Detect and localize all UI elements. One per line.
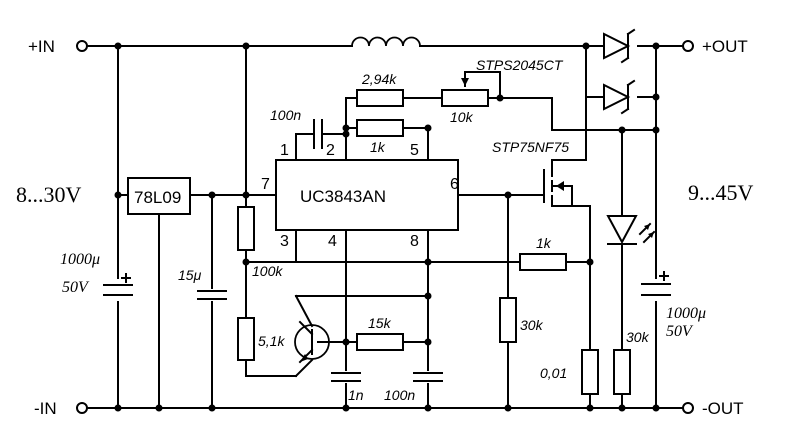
capacitor-100n-top [313, 119, 323, 149]
r-5-1k-label: 5,1k [258, 333, 285, 349]
label-out-pos: +OUT [702, 37, 748, 56]
resistor-0-01 [581, 349, 599, 395]
r-1k-right-label: 1k [536, 235, 552, 251]
capacitor-output [641, 271, 671, 296]
c-out-voltage-label: 50V [666, 323, 694, 340]
r-100k-label: 100k [252, 263, 283, 279]
mosfet-label: STP75NF75 [492, 139, 569, 155]
ic-pin-6: 6 [450, 176, 459, 193]
ic-uc3843an [275, 159, 459, 231]
ic-pin-2: 2 [326, 142, 335, 159]
ic-pin-8: 8 [410, 233, 419, 250]
wires [83, 45, 687, 409]
r-30k-right-label: 30k [626, 329, 650, 345]
resistor-1k-top [356, 119, 404, 137]
resistor-15k [356, 333, 404, 351]
ic-label: UC3843AN [300, 187, 386, 206]
c-out-value-label: 1000μ [666, 305, 706, 322]
terminal-out-neg [682, 402, 694, 414]
regulator-78l09 [127, 177, 191, 215]
capacitor-input [103, 273, 133, 296]
ic-pin-7: 7 [261, 176, 270, 193]
ic-pin-5: 5 [410, 142, 419, 159]
resistor-5-1k [237, 317, 255, 361]
terminal-in-pos [76, 40, 88, 52]
resistor-2-94k [356, 89, 404, 107]
mosfet-stp75nf75 [543, 165, 573, 207]
input-range-label: 8...30V [16, 182, 82, 207]
r-1k-top-label: 1k [370, 139, 386, 155]
potentiometer-10k [441, 78, 489, 107]
diode-2 [603, 79, 636, 115]
r-10k-label: 10k [450, 109, 474, 125]
c-15-label: 15μ [178, 267, 202, 283]
ic-pin-1: 1 [280, 142, 289, 159]
resistor-100k [237, 206, 255, 251]
c-in-value-label: 1000μ [60, 251, 100, 268]
regulator-label: 78L09 [134, 188, 181, 207]
diode-label: STPS2045CT [476, 57, 564, 73]
r-0-01-label: 0,01 [540, 365, 567, 381]
resistor-30k-mid [499, 297, 517, 343]
c-1n-label: 1n [348, 387, 364, 403]
r-15k-label: 15k [368, 315, 392, 331]
capacitor-1n [331, 372, 361, 382]
capacitor-15u [197, 290, 227, 300]
c-100n-bottom-label: 100n [384, 387, 415, 403]
r-2-94k-label: 2,94k [361, 71, 397, 87]
capacitor-100n-bottom [413, 372, 443, 382]
terminal-out-pos [682, 40, 694, 52]
c-100n-top-label: 100n [270, 107, 301, 123]
label-in-neg: -IN [34, 399, 57, 418]
npn-transistor [294, 320, 330, 364]
label-out-neg: -OUT [702, 399, 744, 418]
r-30k-mid-label: 30k [520, 317, 544, 333]
c-in-voltage-label: 50V [62, 279, 90, 296]
terminal-in-neg [76, 402, 88, 414]
diode-1 [603, 28, 636, 64]
output-range-label: 9...45V [688, 180, 754, 205]
label-in-pos: +IN [28, 37, 55, 56]
junctions [114, 42, 660, 412]
resistor-30k-right [613, 349, 631, 395]
ic-pin-3: 3 [280, 233, 289, 250]
resistor-1k-right [519, 253, 567, 271]
inductor [351, 36, 421, 47]
ic-pin-4: 4 [328, 233, 337, 250]
led [606, 215, 656, 245]
